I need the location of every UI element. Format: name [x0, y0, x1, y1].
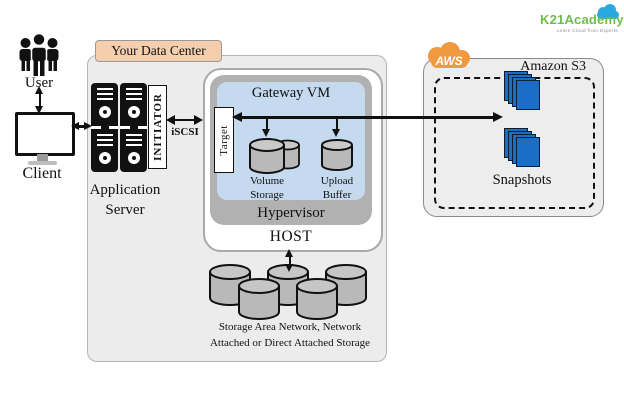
upload-buffer-icon	[321, 139, 353, 171]
arrowhead-right	[84, 121, 92, 130]
upload-buffer-label: Upload Buffer	[320, 175, 354, 201]
s3-volumes-stack-icon	[504, 71, 542, 111]
host-san-arrow	[288, 256, 291, 264]
arrowhead-left	[166, 114, 175, 125]
client-monitor-icon	[15, 112, 75, 156]
aws-badge-label: AWS	[434, 54, 462, 68]
client-label: Client	[22, 165, 62, 182]
monitor-base	[28, 161, 57, 165]
target-box: Target	[214, 107, 234, 173]
target-s3-arrow	[241, 116, 493, 119]
host-label: HOST	[269, 228, 313, 245]
user-label: User	[24, 75, 54, 91]
arrowhead-down	[285, 264, 293, 272]
logo-cloud-icon	[597, 4, 619, 19]
arrowhead-right	[194, 114, 203, 125]
aws-cloud-icon: AWS	[428, 42, 470, 68]
k21academy-logo: K21Academy Learn Cloud from Experts	[540, 4, 624, 33]
arrowhead-left	[71, 121, 79, 130]
monitor-stand	[37, 154, 48, 161]
logo-tagline: Learn Cloud from Experts	[557, 28, 618, 33]
server-tower-icon	[91, 83, 118, 172]
san-label: Storage Area Network, Network Attached o…	[209, 321, 371, 349]
arrowhead-up	[35, 86, 43, 94]
application-server-label: Application Server	[89, 182, 161, 218]
snapshots-label: Snapshots	[492, 172, 552, 188]
initiator-box: INITIATOR	[148, 85, 167, 169]
client-server-arrow	[79, 125, 85, 128]
arrowhead-down	[35, 106, 43, 114]
amazon-s3-label: Amazon S3	[520, 59, 586, 74]
upload-buffer-arrow	[335, 118, 338, 129]
arrowhead-down	[262, 129, 270, 137]
snapshots-stack-icon	[504, 128, 542, 168]
data-center-tab-label: Your Data Center	[95, 40, 222, 62]
san-disks-icon	[209, 264, 367, 320]
server-tower-icon	[120, 83, 147, 172]
gateway-vm-title: Gateway VM	[251, 85, 331, 101]
volume-storage-icon	[249, 138, 300, 174]
volume-storage-arrow	[265, 118, 268, 129]
iscsi-arrow	[175, 118, 195, 121]
iscsi-label: iSCSI	[171, 126, 199, 138]
user-client-arrow	[38, 93, 41, 107]
user-group-icon	[19, 32, 59, 76]
arrowhead-right	[493, 112, 503, 122]
arrowhead-down	[332, 129, 340, 137]
arrowhead-left	[232, 112, 242, 122]
target-label: Target	[218, 124, 230, 156]
arrowhead-up	[285, 249, 293, 257]
hypervisor-label: Hypervisor	[257, 205, 325, 221]
initiator-label: INITIATOR	[151, 93, 164, 161]
volume-storage-label: Volume Storage	[249, 175, 285, 201]
logo-brand-text: K21Academy	[540, 12, 624, 27]
